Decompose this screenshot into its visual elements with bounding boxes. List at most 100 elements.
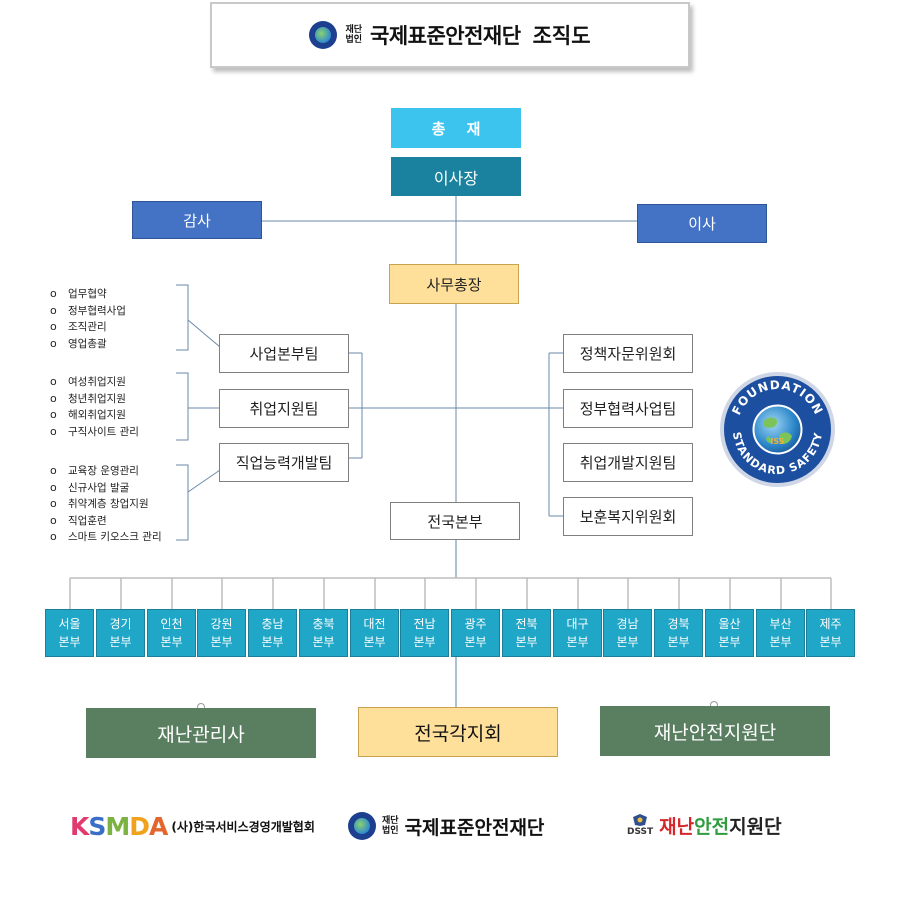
ksmda-letter: D (129, 811, 150, 841)
region-name: 대구 (566, 617, 589, 631)
ksmda-letters: KSMDA (70, 811, 168, 841)
duty-item: 신규사업 발굴 (50, 480, 162, 497)
duties-vocational-team: 교육장 운영관리 신규사업 발굴 취약계층 창업지원 직업훈련 스마트 키오스크… (50, 463, 162, 546)
seal-mark: ISS (770, 437, 784, 446)
ksmda-letter: A (149, 811, 168, 841)
team-vocational: 직업능력개발팀 (219, 443, 349, 482)
region-suffix: 본부 (616, 635, 639, 649)
board-box: 이사 (637, 204, 767, 243)
duties-business-team: 업무협약 정부협력사업 조직관리 영업총괄 (50, 286, 126, 352)
ksmda-letter: M (105, 811, 130, 841)
region-name: 강원 (210, 617, 233, 631)
dsst-name-part: 안전 (694, 815, 730, 838)
duty-item: 여성취업지원 (50, 374, 139, 391)
unit-gov-cooperation: 정부협력사업팀 (563, 389, 693, 428)
region-name: 충북 (312, 617, 335, 631)
region-suffix: 본부 (464, 635, 487, 649)
isf-footer-logo: 재단 법인 국제표준안전재단 (348, 811, 544, 841)
national-hq-box: 전국본부 (390, 502, 520, 540)
duty-item: 청년취업지원 (50, 391, 139, 408)
audit-box: 감사 (132, 201, 262, 239)
region-suffix: 본부 (210, 635, 233, 649)
dsst-name-part: 재난 (659, 815, 695, 838)
isf-org-type: 재단 법인 (382, 816, 399, 836)
region-suffix: 본부 (667, 635, 690, 649)
region-name: 서울 (58, 617, 81, 631)
isf-name: 국제표준안전재단 (404, 816, 545, 839)
unit-policy-committee: 정책자문위원회 (563, 334, 693, 373)
duty-item: 스마트 키오스크 관리 (50, 529, 162, 546)
unit-veterans-welfare: 보훈복지위원회 (563, 497, 693, 536)
region-suffix: 본부 (819, 635, 842, 649)
region-suffix: 본부 (718, 635, 741, 649)
disaster-manager-box: 재난관리사 (86, 708, 316, 758)
duty-item: 해외취업지원 (50, 407, 139, 424)
national-branches-box: 전국각지회 (358, 707, 558, 757)
region-suffix: 본부 (413, 635, 436, 649)
region-suffix: 본부 (769, 635, 792, 649)
region-suffix: 본부 (109, 635, 132, 649)
dsst-abbr: DSST (627, 827, 654, 837)
region-name: 경남 (616, 617, 639, 631)
dsst-name-part: 지원단 (729, 815, 782, 838)
unit-employment-dev: 취업개발지원팀 (563, 443, 693, 482)
dsst-name: 재난안전지원단 (659, 812, 781, 839)
team-employment: 취업지원팀 (219, 389, 349, 428)
disaster-support-box: 재난안전지원단 (600, 706, 830, 756)
duty-item: 직업훈련 (50, 513, 162, 530)
secretary-general-box: 사무총장 (389, 264, 519, 304)
region-name: 경북 (667, 617, 690, 631)
duties-employment-team: 여성취업지원 청년취업지원 해외취업지원 구직사이트 관리 (50, 374, 139, 440)
foundation-logo-icon (309, 21, 338, 49)
dsst-emblem: DSST (627, 813, 653, 837)
duty-item: 업무협약 (50, 286, 126, 303)
region-suffix: 본부 (312, 635, 335, 649)
org-name: 국제표준안전재단 (370, 24, 521, 48)
dsst-shield-icon (633, 814, 648, 826)
region-name: 충남 (261, 617, 284, 631)
region-name: 인천 (160, 617, 183, 631)
region-suffix: 본부 (515, 635, 538, 649)
region-name: 제주 (819, 617, 842, 631)
region-name: 전북 (515, 617, 538, 631)
chart-title: 재단 법인 국제표준안전재단 조직도 (210, 2, 690, 68)
chair-box: 총 재 (391, 108, 521, 148)
director-box: 이사장 (391, 157, 521, 196)
duty-item: 취약계층 창업지원 (50, 496, 162, 513)
region-name: 전남 (413, 617, 436, 631)
dsst-logo: DSST 재난안전지원단 (627, 810, 782, 840)
region-suffix: 본부 (58, 635, 81, 649)
ksmda-letter: S (88, 811, 106, 841)
foundation-logo-icon (348, 812, 376, 840)
duty-item: 정부협력사업 (50, 303, 126, 320)
region-suffix: 본부 (261, 635, 284, 649)
duty-item: 교육장 운영관리 (50, 463, 162, 480)
duty-item: 조직관리 (50, 319, 126, 336)
region-suffix: 본부 (363, 635, 386, 649)
chart-suffix: 조직도 (532, 24, 591, 48)
org-type-label: 재단 법인 (345, 25, 363, 45)
region-suffix: 본부 (160, 635, 183, 649)
region-name: 울산 (718, 617, 741, 631)
foundation-seal-logo: FOUNDATION STANDARD SAFETY ISS (720, 372, 835, 487)
region-name: 대전 (363, 617, 386, 631)
region-name: 광주 (464, 617, 487, 631)
ksmda-letter: K (70, 811, 89, 841)
region-suffix: 본부 (566, 635, 589, 649)
duty-item: 영업총괄 (50, 336, 126, 353)
